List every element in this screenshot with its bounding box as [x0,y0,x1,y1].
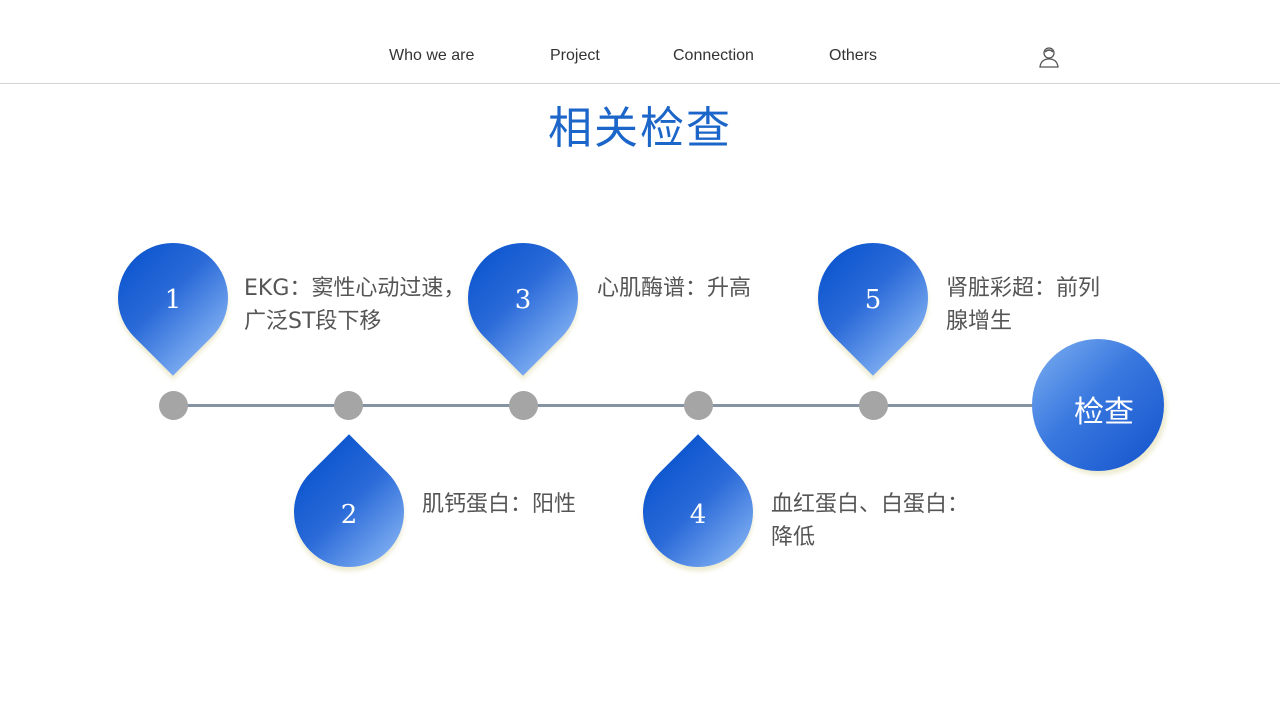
nav-item-connection[interactable]: Connection [673,47,754,64]
step-label-4-line1: 血红蛋白、白蛋白： [771,492,970,517]
timeline-dot-1 [159,391,188,420]
step-label-5-line1: 肾脏彩超：前列 [946,276,1101,301]
end-label: 检查 [1074,395,1134,430]
timeline-dot-3 [509,391,538,420]
step-label-2-line1: 肌钙蛋白：阳性 [422,492,577,517]
nav-item-others[interactable]: Others [829,47,878,64]
timeline-dot-5 [859,391,888,420]
step-number-2: 2 [340,500,358,530]
step-number-5: 5 [864,285,882,315]
step-label-5: 肾脏彩超：前列 腺增生 [946,272,1100,338]
step-number-4: 4 [689,500,707,530]
timeline-dot-4 [684,391,713,420]
nav-item-who-we-are[interactable]: Who we are [389,47,475,64]
step-label-1-line2: 广泛ST段下移 [244,309,382,334]
nav-item-project[interactable]: Project [550,47,600,64]
step-label-1-line1: EKG：窦性心动过速， [244,276,466,301]
end-circle [1032,339,1164,471]
step-label-4: 血红蛋白、白蛋白： 降低 [771,488,969,554]
step-number-3: 3 [514,285,532,315]
timeline-line [173,404,1043,407]
step-label-4-line2: 降低 [771,525,816,550]
step-label-3-line1: 心肌酶谱：升高 [597,276,752,301]
top-nav: Who we are Project Connection Others [0,0,1280,84]
step-label-1: EKG：窦性心动过速， 广泛ST段下移 [244,272,465,338]
step-label-2: 肌钙蛋白：阳性 [422,488,576,521]
page-title: 相关检查 [548,103,732,154]
user-icon[interactable] [1037,45,1061,69]
step-label-5-line2: 腺增生 [946,309,1013,334]
step-label-3: 心肌酶谱：升高 [597,272,751,305]
step-number-1: 1 [164,285,182,315]
timeline-dot-2 [334,391,363,420]
